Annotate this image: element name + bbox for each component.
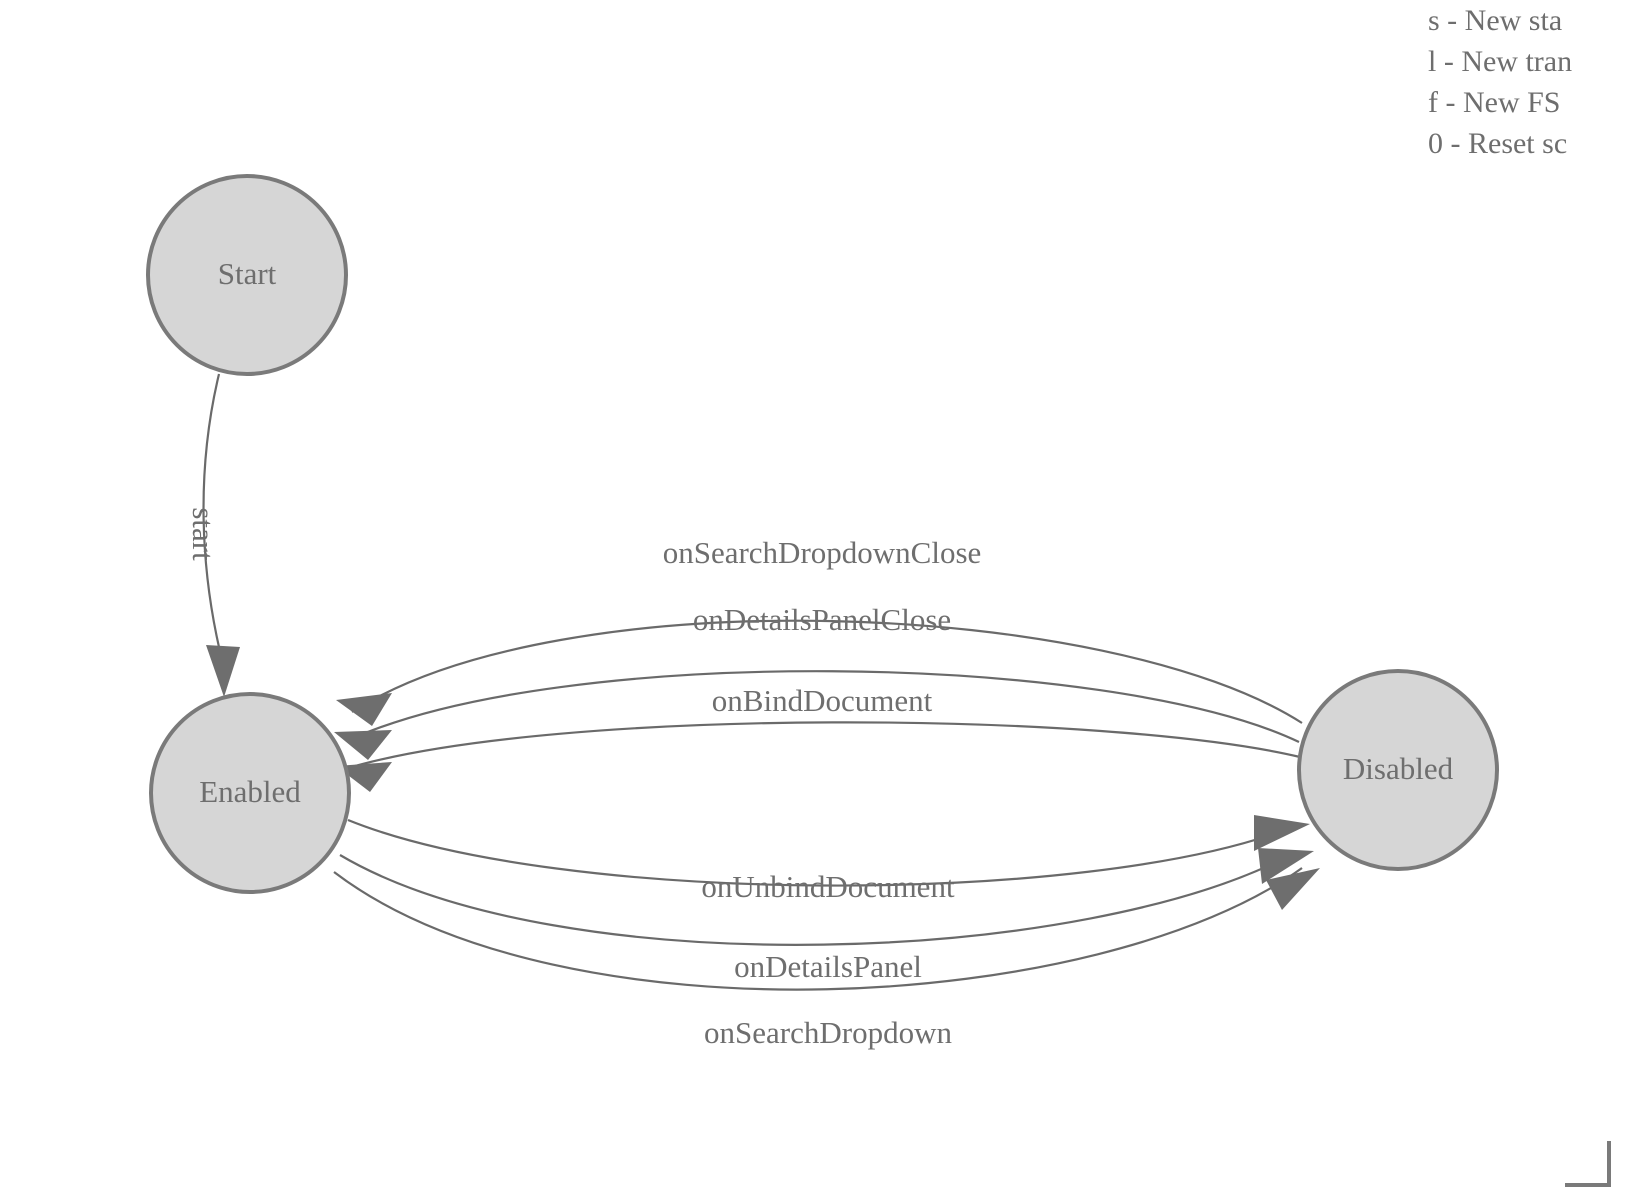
transition-label-ondetailspanel: onDetailsPanel — [734, 949, 922, 984]
arrow-head-onbinddocument — [336, 762, 392, 792]
transition-path-onunbinddocument[interactable] — [347, 818, 1291, 887]
arrow-head-onunbinddocument — [1254, 815, 1310, 851]
transition-path-onbinddocument[interactable] — [347, 721, 1301, 770]
transition-label-onsearchdropdown: onSearchDropdown — [704, 1015, 952, 1050]
state-node-enabled[interactable]: Enabled — [149, 692, 351, 894]
arrow-head-onsearchdropdownclose — [336, 693, 392, 726]
state-label-enabled: Enabled — [199, 774, 301, 809]
state-circle-start[interactable] — [146, 174, 348, 376]
help-line-new-state: s - New sta — [1428, 4, 1563, 37]
help-line-reset-scene: 0 - Reset sc — [1428, 127, 1568, 160]
resize-corner-icon[interactable] — [1565, 1141, 1611, 1187]
transition-path-start[interactable] — [202, 373, 224, 661]
transition-onunbinddocument[interactable]: onUnbindDocument — [347, 815, 1310, 904]
state-circle-enabled[interactable] — [149, 692, 351, 894]
state-circle-disabled[interactable] — [1297, 669, 1499, 871]
arrow-head-ondetailspanel — [1258, 848, 1314, 884]
arrow-head-onsearchdropdown — [1266, 868, 1320, 910]
arrow-head-start — [206, 645, 240, 697]
transition-label-start: start — [186, 507, 221, 561]
transition-label-onsearchdropdownclose: onSearchDropdownClose — [663, 535, 982, 570]
transition-onsearchdropdown[interactable]: onSearchDropdown — [333, 867, 1320, 1050]
transition-onbinddocument[interactable]: onBindDocument — [336, 683, 1301, 792]
state-node-start[interactable]: Start — [146, 174, 348, 376]
state-label-disabled: Disabled — [1343, 751, 1454, 786]
transition-label-onbinddocument: onBindDocument — [712, 683, 933, 718]
help-overlay: s - New sta l - New tran f - New FS 0 - … — [1428, 0, 1632, 164]
transition-ondetailspanel[interactable]: onDetailsPanel — [339, 848, 1314, 984]
transition-path-onsearchdropdown[interactable] — [333, 867, 1303, 991]
transition-path-onsearchdropdownclose[interactable] — [351, 619, 1303, 724]
transition-path-ondetailspanelclose[interactable] — [348, 670, 1300, 743]
transition-onsearchdropdownclose[interactable]: onSearchDropdownClose — [336, 535, 1303, 726]
state-label-start: Start — [218, 256, 277, 291]
arrow-head-ondetailspanelclose — [334, 730, 392, 760]
transition-start[interactable]: start — [186, 373, 240, 697]
transition-ondetailspanelclose[interactable]: onDetailsPanelClose — [334, 602, 1300, 760]
help-line-new-fsm: f - New FS — [1428, 86, 1561, 119]
transition-path-ondetailspanel[interactable] — [339, 851, 1297, 946]
state-node-disabled[interactable]: Disabled — [1297, 669, 1499, 871]
transition-label-ondetailspanelclose: onDetailsPanelClose — [693, 602, 951, 637]
transition-label-onunbinddocument: onUnbindDocument — [701, 869, 955, 904]
help-line-new-transition: l - New tran — [1428, 45, 1573, 78]
